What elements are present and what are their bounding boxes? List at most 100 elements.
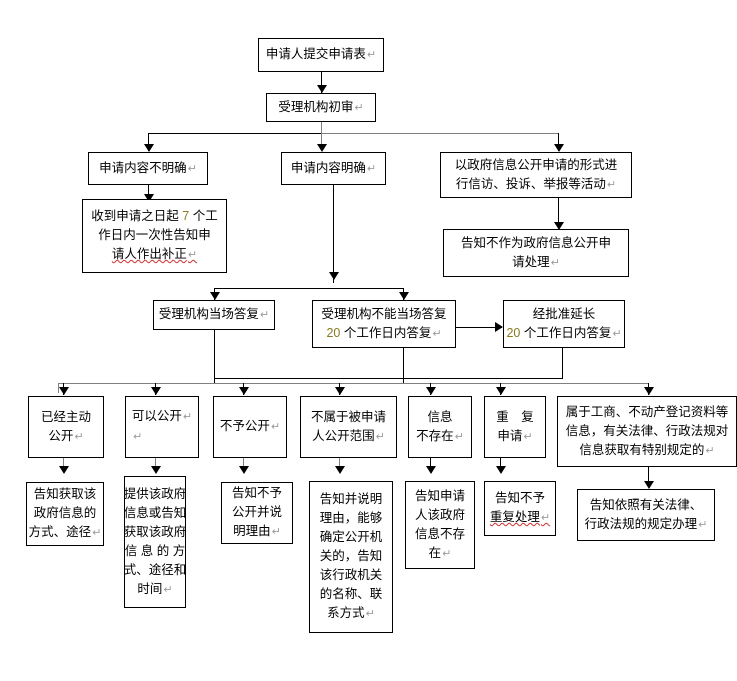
arrowhead-n12-n19 [151,466,161,474]
node-line: 式、途径和 [123,562,187,577]
paragraph-mark-icon: ↵ [432,327,442,340]
paragraph-mark-icon: ↵ [698,518,708,531]
paragraph-mark-icon: ↵ [550,256,560,269]
node-line: 以政府信息公开申请的形式进 [454,157,618,172]
connector-n15-n22 [430,458,431,472]
node-onsite-reply[interactable]: 受理机构当场答复↵ [153,300,275,330]
arrowhead-n9-n10 [495,322,503,332]
arrowhead-n16-n23 [496,466,506,474]
connector-n12-n19 [155,458,156,472]
node-line: 属于工商、不动产登记资料等 [565,404,729,419]
node-initial-review[interactable]: 受理机构初审↵ [266,93,376,122]
node-line: 明理由↵ [233,524,281,538]
paragraph-mark-icon: ↵ [365,608,375,620]
node-line: 信息 [427,409,453,424]
node-content-unclear[interactable]: 申请内容不明确↵ [88,152,208,185]
node-line: 行信访、投诉、举报等活动↵ [455,176,617,191]
node-inform-info-not-exist[interactable]: 告知申请 人该政府 信息不存 在↵ [405,481,475,569]
arrowhead-n3-n6 [144,194,154,202]
node-submit-application[interactable]: 申请人提交申请表↵ [258,38,384,72]
paragraph-mark-icon: ↵ [259,309,270,321]
node-can-disclose[interactable]: 可以公开↵ ↵ [125,396,199,458]
node-line: 申请人提交申请表↵ [265,47,377,61]
node-special-regulated-info[interactable]: 属于工商、不动产登记资料等 信息，有关法律、行政法规对 信息获取有特别规定的↵ [557,396,737,467]
arrowhead-n4-down [329,272,339,280]
split-bar-level2 [214,288,404,289]
arrowhead-n1-n2 [317,85,327,93]
node-inform-no-repeat[interactable]: 告知不予 重复处理↵ [484,481,556,536]
paragraph-mark-icon: ↵ [92,527,102,539]
node-line: 人该政府 [414,507,465,522]
node-inform-refusal-reason[interactable]: 告知不予 公开并说 明理由↵ [221,482,293,544]
node-repeat-application[interactable]: 重 复 申请↵ [484,396,546,458]
node-line: 收到申请之日起 7 个工 [91,209,218,223]
arrowhead-bar-n17 [644,387,654,395]
node-line: 信息获取有特别规定的↵ [579,442,715,457]
node-inform-reason-and-agency[interactable]: 告知并说明 理由，能够 确定公开机 关的，告知 该行政机关 的名称、联 系方式↵ [309,481,393,633]
paragraph-mark-icon: ↵ [540,512,551,524]
arrowhead-n17-n24 [644,481,654,489]
node-notify-correction[interactable]: 收到申请之日起 7 个工 作日内一次性告知申 请人作出补正↵ [82,199,227,273]
node-out-of-scope[interactable]: 不属于被申请 人公开范围↵ [300,396,397,458]
split-bar-level1-right [321,133,558,134]
node-line: 提供该政府 [123,486,187,501]
node-line: 经批准延长 [532,306,596,321]
node-line: 该行政机关 [319,568,383,582]
arrowhead-split2-n8 [210,292,220,300]
node-not-treated-as-disclosure[interactable]: 告知不作为政府信息公开申 请处理↵ [443,229,629,277]
node-line: 告知并说明 [319,492,383,506]
arrowhead-bar-n13 [239,387,249,395]
node-line: 受理机构初审↵ [278,99,364,114]
node-line: 信息不存 [414,526,465,541]
node-petition-form[interactable]: 以政府信息公开申请的形式进 行信访、投诉、举报等活动↵ [440,152,632,198]
node-line: 告知申请 [414,488,465,503]
connector-n4-down [333,185,334,283]
node-line: 行政法规的规定办理↵ [584,516,708,531]
node-line: 获取该政府 [123,524,187,539]
paragraph-mark-icon: ↵ [523,430,533,443]
node-line: 信 息 的 方 [124,543,186,558]
node-line: 关的，告知 [319,549,383,563]
connector-n14-n21 [339,458,340,472]
split-bar-level1 [148,133,321,134]
node-line: 信息或告知 [123,505,187,520]
arrowhead-bar-n16 [496,387,506,395]
connector-n2-down [321,122,322,150]
connector-n9-down [403,348,404,383]
node-content-clear[interactable]: 申请内容明确↵ [281,152,386,185]
connector-n11-n18 [63,458,64,472]
node-inform-per-law[interactable]: 告知依照有关法律、 行政法规的规定办理↵ [577,489,715,541]
arrowhead-n13-n20 [239,466,249,474]
node-cannot-onsite-reply[interactable]: 受理机构不能当场答复 20 个工作日内答复↵ [312,300,456,348]
node-already-disclosed[interactable]: 已经主动 公开↵ [28,396,104,458]
connector-n8-down [214,330,215,383]
arrowhead-n2-n5 [554,144,564,152]
paragraph-mark-icon: ↵ [366,49,377,61]
node-line: 申请↵ [497,428,533,443]
node-line: 20 个工作日内答复↵ [326,325,442,340]
arrowhead-bar-n15 [426,387,436,395]
node-line: 不存在↵ [416,428,464,443]
node-info-not-exist[interactable]: 信息 不存在↵ [408,396,472,458]
connector-n13-n20 [243,458,244,472]
paragraph-mark-icon: ↵ [375,430,385,443]
node-line: 告知获取该 [33,487,97,501]
node-line: 申请内容明确↵ [290,160,377,175]
node-line: 重 复 [496,409,534,424]
paragraph-mark-icon: ↵ [606,178,617,191]
node-approved-extension[interactable]: 经批准延长 20 个工作日内答复↵ [503,300,625,348]
arrowhead-n15-n22 [426,466,436,474]
node-line: 理由，能够 [319,511,383,525]
connector-n16-n23 [500,458,501,472]
node-line: ↵ [126,427,204,447]
paragraph-mark-icon: ↵ [454,430,464,443]
paragraph-mark-icon: ↵ [133,431,143,443]
node-not-disclose[interactable]: 不予公开↵ [213,396,287,458]
connector-n17-n24 [648,467,649,487]
paragraph-mark-icon: ↵ [612,327,622,340]
connector-n10-merge [214,378,563,379]
node-line: 人公开范围↵ [312,428,385,443]
node-provide-info-or-method[interactable]: 提供该政府 信息或告知 获取该政府 信 息 的 方 式、途径和 时间↵ [124,476,186,608]
paragraph-mark-icon: ↵ [442,547,452,560]
node-inform-access-method[interactable]: 告知获取该 政府信息的 方式、途径↵ [26,482,104,546]
